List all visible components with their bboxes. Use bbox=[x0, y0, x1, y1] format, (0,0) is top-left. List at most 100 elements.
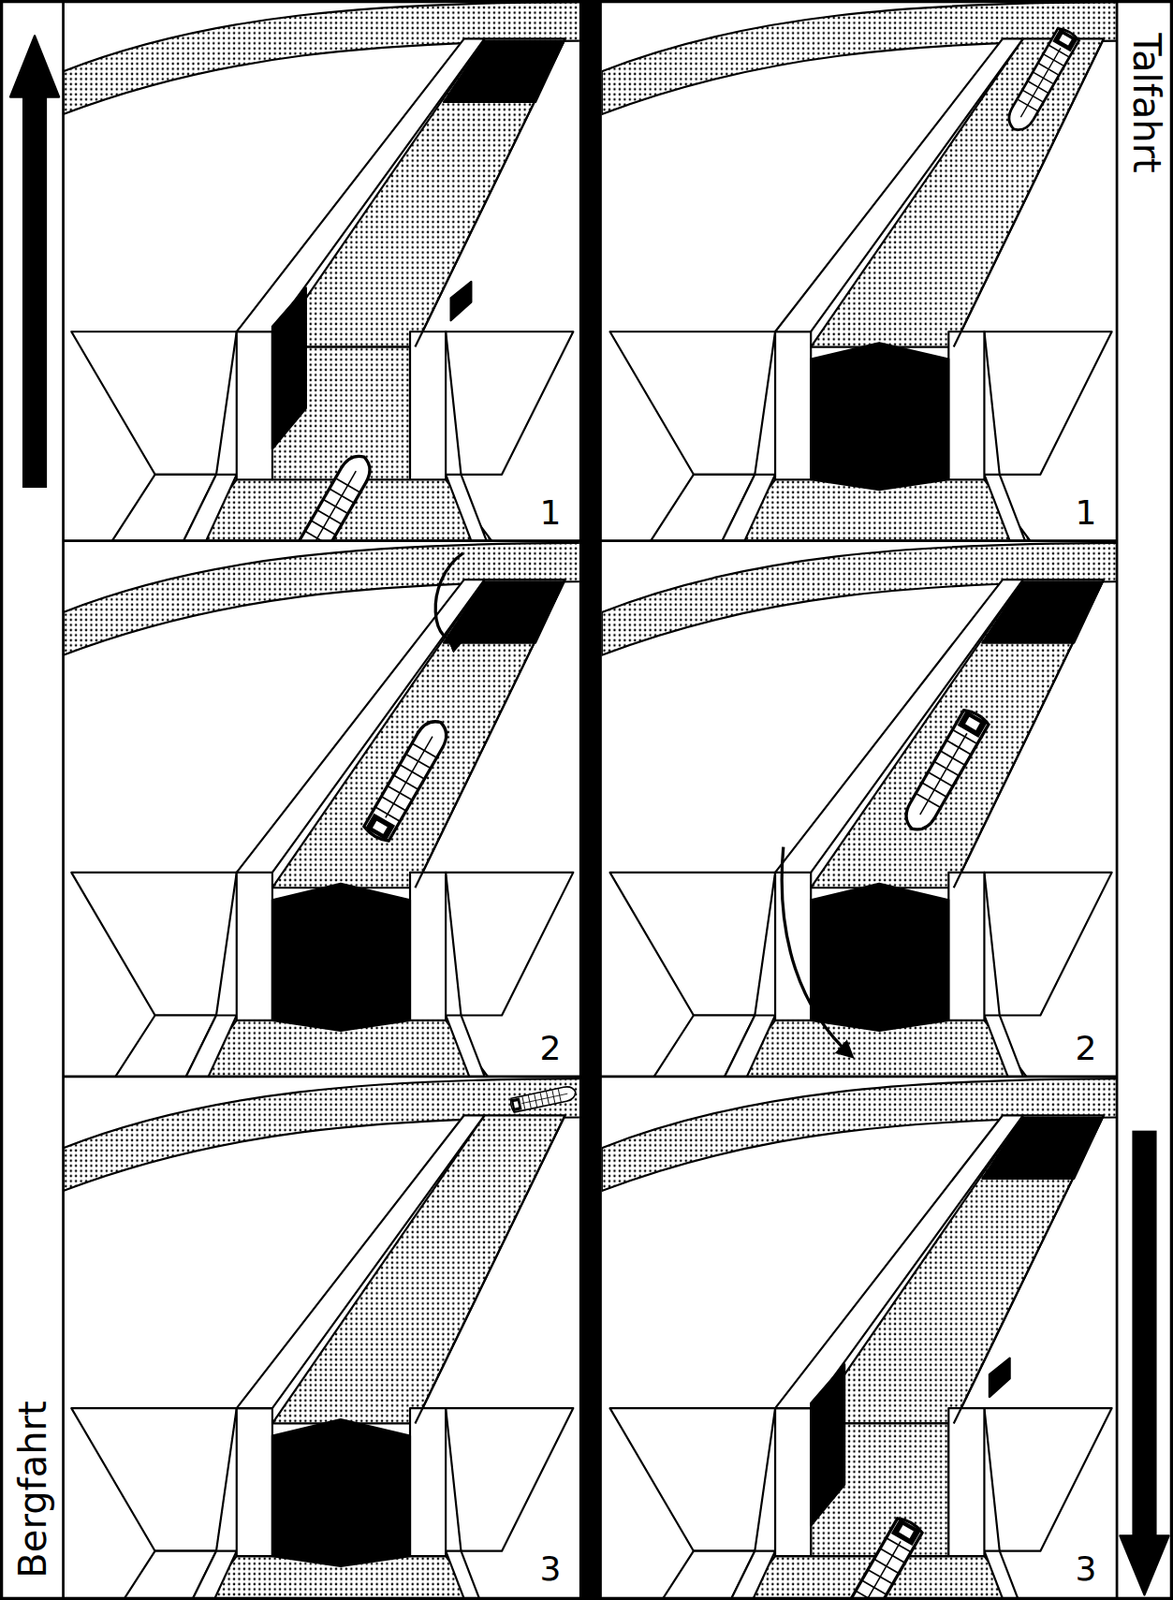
ship bbox=[362, 715, 454, 844]
ship-hull bbox=[509, 1085, 577, 1114]
left-bank bbox=[610, 872, 777, 1016]
ship-cabin bbox=[511, 1097, 523, 1112]
upper-gate-closed bbox=[982, 581, 1103, 643]
ship bbox=[899, 707, 991, 836]
right-quay bbox=[983, 474, 1026, 542]
chamber-wall bbox=[775, 579, 1024, 873]
lower-gate-closed bbox=[810, 342, 949, 490]
hatch-ridge bbox=[920, 733, 968, 815]
lock-chamber-water bbox=[272, 579, 566, 888]
cabin-window bbox=[372, 821, 388, 835]
lower-gate-leaf bbox=[989, 1358, 1011, 1397]
direction-label: Bergfahrt bbox=[14, 1400, 52, 1578]
left-pier bbox=[236, 872, 273, 1021]
left-quay bbox=[721, 1014, 776, 1076]
chamber-edge bbox=[414, 38, 565, 347]
right-pier bbox=[948, 1407, 984, 1556]
lock-chamber-water bbox=[272, 38, 566, 347]
ship bbox=[1003, 26, 1081, 135]
lower-gate-closed bbox=[810, 883, 949, 1031]
left-pier bbox=[775, 872, 811, 1021]
river bbox=[601, 542, 1117, 656]
direction-arrow bbox=[1131, 1130, 1157, 1540]
left-pier bbox=[236, 1407, 273, 1556]
lock-chamber-water bbox=[272, 1114, 566, 1423]
lock-panel bbox=[63, 542, 580, 1077]
right-bank bbox=[445, 1407, 573, 1552]
cabin-window bbox=[898, 1524, 914, 1539]
right-quay bbox=[445, 474, 487, 542]
ship-cabin bbox=[891, 1518, 922, 1546]
left-bank bbox=[71, 1407, 237, 1552]
left-bank bbox=[71, 331, 237, 475]
water-flow-arrow bbox=[781, 847, 852, 1056]
lower-gate-leaf bbox=[451, 281, 472, 321]
water-flow-arrow bbox=[435, 553, 464, 642]
ship-hull bbox=[833, 1515, 924, 1600]
frame-line bbox=[1115, 0, 1119, 1600]
hatch-ridge bbox=[853, 1540, 901, 1600]
ship-hull bbox=[899, 707, 991, 836]
ship bbox=[509, 1085, 577, 1114]
ship-hull bbox=[362, 715, 454, 844]
left-quay bbox=[721, 474, 776, 542]
upper-gate-closed bbox=[443, 41, 565, 103]
chamber-edge bbox=[953, 1114, 1104, 1423]
ship-hull bbox=[1003, 26, 1081, 135]
right-pier bbox=[410, 872, 446, 1021]
step-number: 1 bbox=[540, 496, 562, 530]
direction-arrow bbox=[10, 35, 59, 97]
lock-chamber-water bbox=[810, 579, 1104, 888]
lower-gate-closed bbox=[272, 1419, 411, 1567]
left-pier bbox=[775, 1407, 811, 1556]
right-bank bbox=[445, 331, 573, 475]
lock-panel bbox=[601, 1, 1117, 541]
right-bank bbox=[983, 331, 1112, 475]
cabin-window bbox=[513, 1100, 520, 1108]
right-quay bbox=[445, 1551, 487, 1600]
right-pier bbox=[948, 872, 984, 1021]
step-number: 3 bbox=[1075, 1552, 1098, 1586]
lock-panel bbox=[63, 1, 580, 541]
chamber-wall bbox=[236, 1114, 485, 1408]
hatch-ridge bbox=[521, 1093, 568, 1103]
chamber-wall bbox=[775, 1114, 1024, 1408]
left-quay bbox=[183, 474, 237, 542]
left-bank bbox=[610, 1407, 777, 1552]
right-bank bbox=[983, 1407, 1112, 1552]
right-quay bbox=[983, 1551, 1026, 1600]
river bbox=[601, 1078, 1117, 1191]
ship bbox=[285, 449, 377, 541]
right-pier bbox=[948, 331, 984, 480]
divider-bar bbox=[579, 0, 602, 1600]
lower-gate-leaf bbox=[272, 287, 307, 449]
left-quay bbox=[183, 1551, 237, 1600]
ship-cabin bbox=[1052, 29, 1078, 53]
hatch-ridge bbox=[1020, 47, 1061, 118]
right-quay bbox=[445, 1014, 487, 1076]
left-bank bbox=[71, 872, 237, 1016]
frame-line bbox=[61, 0, 65, 1600]
river bbox=[63, 1, 580, 115]
hatch-ridge bbox=[308, 470, 356, 541]
right-bank bbox=[983, 872, 1112, 1016]
chamber-wall bbox=[236, 579, 485, 873]
left-pier bbox=[236, 331, 273, 480]
chamber-edge bbox=[953, 579, 1104, 888]
lower-gate-leaf bbox=[810, 1363, 845, 1525]
right-pier bbox=[410, 331, 446, 480]
upper-gate-closed bbox=[443, 581, 565, 643]
lock-panel bbox=[601, 542, 1117, 1077]
step-number: 2 bbox=[540, 1031, 562, 1066]
left-quay bbox=[183, 1014, 237, 1076]
hatch-ridge bbox=[385, 736, 433, 819]
river bbox=[63, 542, 580, 656]
left-pier bbox=[775, 331, 811, 480]
lock-chamber-water bbox=[810, 38, 1104, 347]
ship-cabin bbox=[957, 710, 988, 738]
step-number: 3 bbox=[540, 1552, 562, 1586]
chamber-edge bbox=[414, 1114, 565, 1423]
lock-panel bbox=[63, 1078, 580, 1600]
